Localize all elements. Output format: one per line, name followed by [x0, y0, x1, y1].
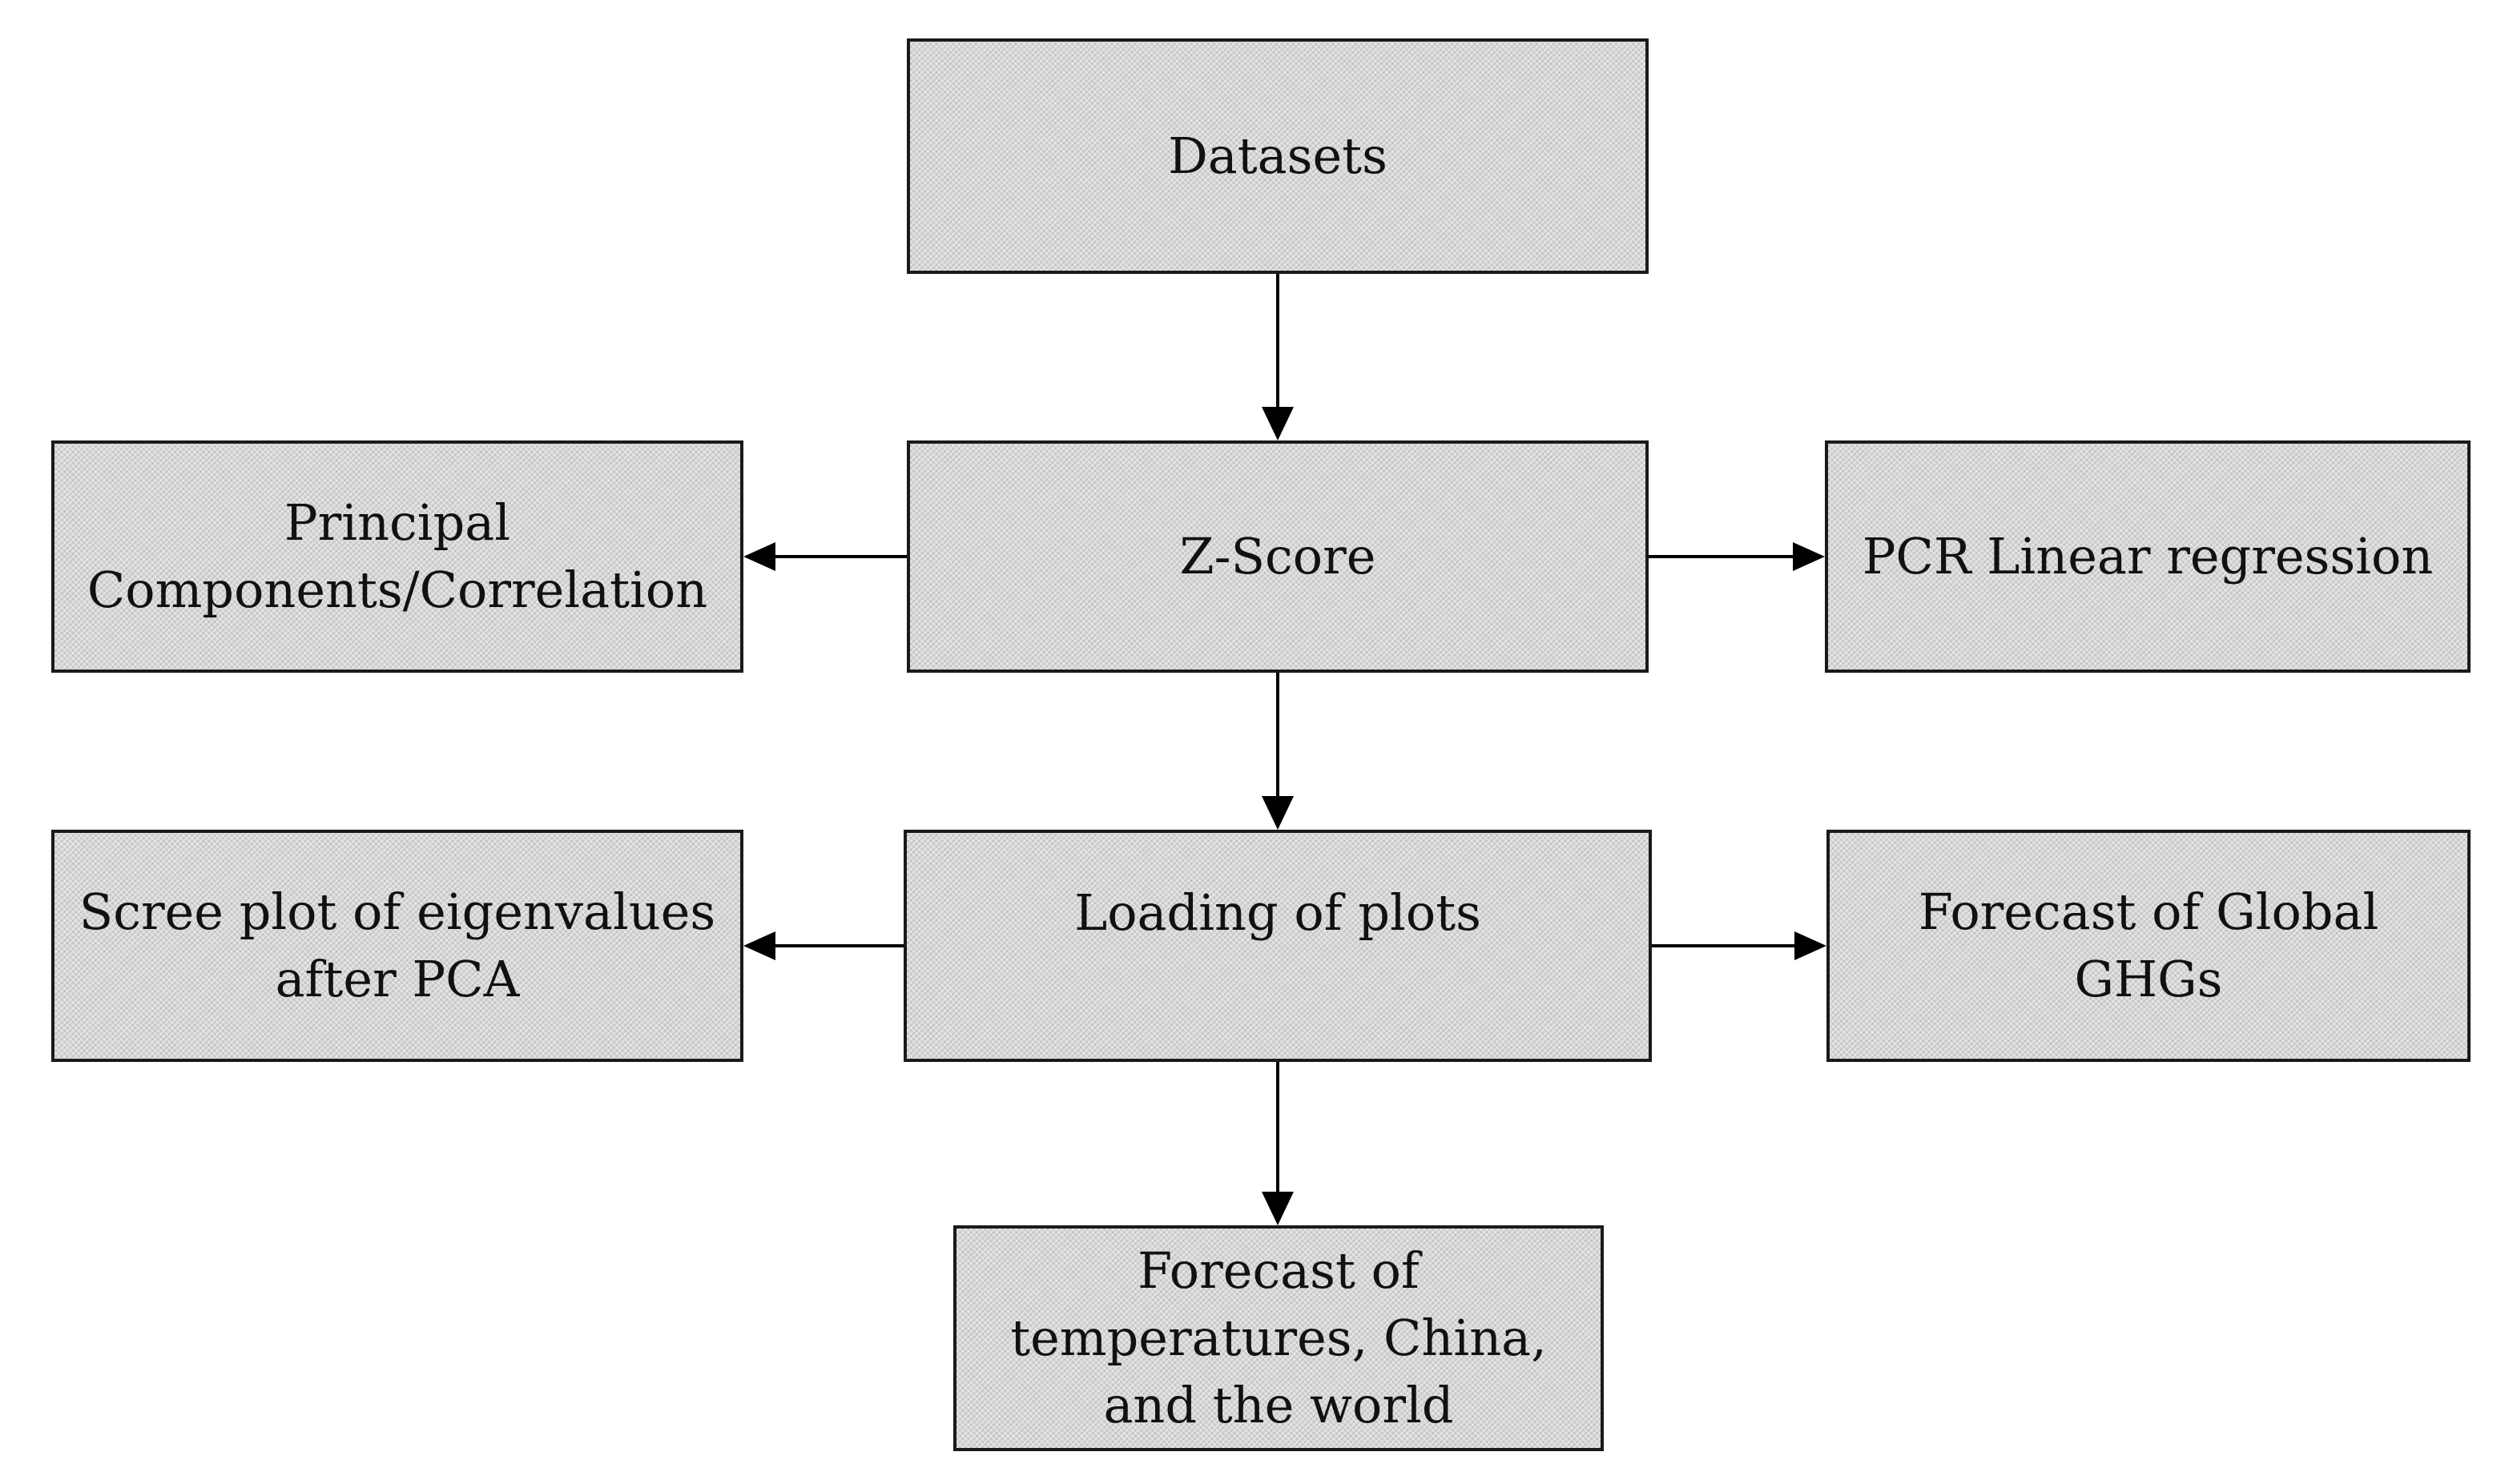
node-forecast-temperatures-label: Forecast of temperatures, China, and the… — [1010, 1241, 1547, 1434]
edge-zscore-to-loading — [1262, 673, 1294, 830]
edge-loading-to-ghg — [1652, 931, 1826, 960]
node-forecast-temperatures: Forecast of temperatures, China, and the… — [953, 1225, 1604, 1451]
arrowhead-icon — [1262, 796, 1294, 830]
arrowhead-icon — [743, 931, 775, 960]
node-loading-of-plots: Loading of plots — [904, 830, 1652, 1062]
edge-loading-to-scree — [743, 931, 904, 960]
node-principal-components: Principal Components/Correlation — [51, 440, 743, 673]
arrowhead-icon — [1793, 542, 1825, 571]
arrowhead-icon — [743, 542, 775, 571]
node-pcr-linear-regression-label: PCR Linear regression — [1862, 527, 2434, 585]
node-forecast-global-ghgs: Forecast of Global GHGs — [1826, 830, 2471, 1062]
node-zscore-label: Z-Score — [1179, 527, 1376, 585]
arrowhead-icon — [1262, 407, 1294, 440]
node-datasets-label: Datasets — [1168, 127, 1387, 185]
node-datasets: Datasets — [907, 38, 1649, 274]
node-loading-of-plots-label: Loading of plots — [1074, 883, 1481, 942]
node-scree-plot-label: Scree plot of eigenvalues after PCA — [79, 883, 716, 1008]
node-pcr-linear-regression: PCR Linear regression — [1825, 440, 2471, 673]
edge-loading-to-temperatures — [1262, 1062, 1294, 1225]
edge-zscore-to-principal-components — [743, 542, 907, 571]
node-principal-components-label: Principal Components/Correlation — [87, 493, 708, 619]
edge-zscore-to-pcr — [1649, 542, 1825, 571]
node-zscore: Z-Score — [907, 440, 1649, 673]
node-scree-plot: Scree plot of eigenvalues after PCA — [51, 830, 743, 1062]
arrowhead-icon — [1794, 931, 1826, 960]
node-forecast-global-ghgs-label: Forecast of Global GHGs — [1918, 883, 2379, 1008]
edge-datasets-to-zscore — [1262, 274, 1294, 440]
arrowhead-icon — [1262, 1192, 1294, 1225]
